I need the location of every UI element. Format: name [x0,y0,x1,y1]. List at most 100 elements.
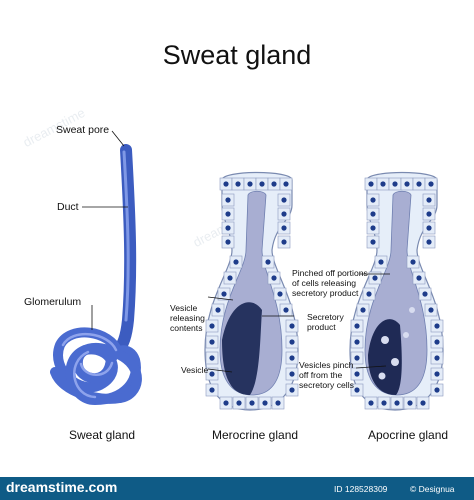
cell-nucleus [378,259,384,265]
cell-nucleus [360,307,366,313]
cell-nucleus [370,211,376,217]
cell-nucleus [236,400,242,406]
copyright-text: © Designua [410,484,455,494]
cell-nucleus [354,339,360,345]
cell-nucleus [422,291,428,297]
cell-nucleus [410,259,416,265]
label-vesicles-pinch: Vesicles pinch off from the secretory ce… [299,360,354,390]
apocrine-cells [350,177,444,410]
cell-nucleus [275,400,281,406]
cell-nucleus [392,181,398,187]
cell-nucleus [225,211,231,217]
cell-nucleus [223,181,229,187]
cell-nucleus [289,387,295,393]
cell-nucleus [235,181,241,187]
cell-nucleus [354,323,360,329]
caption-sweat-gland: Sweat gland [69,428,136,442]
cell-nucleus [249,400,255,406]
cell-nucleus [221,291,227,297]
cell-nucleus [426,239,432,245]
apocrine-vesicles [378,307,415,380]
cell-nucleus [209,371,215,377]
footer-bar: dreamstime.com ID 128528309 © Designua [0,477,474,500]
label-duct: Duct [57,201,79,213]
cell-nucleus [281,211,287,217]
cell-nucleus [416,181,422,187]
cell-nucleus [366,291,372,297]
cell-nucleus [227,275,233,281]
merocrine-cells [205,177,299,410]
apocrine-gland [349,171,444,411]
apocrine-secretion [368,319,402,395]
cell-nucleus [281,225,287,231]
cell-nucleus [428,307,434,313]
label-pinched-off: Pinched off portions of cells releasing … [292,268,368,298]
cell-nucleus [271,181,277,187]
cell-nucleus [233,259,239,265]
cell-nucleus [372,275,378,281]
brand-logo: dreamstime.com [6,479,118,495]
leader-lines [82,130,390,373]
cell-nucleus [209,339,215,345]
label-vesicle-releasing: Vesicle releasing contents [170,303,205,333]
cell-nucleus [277,291,283,297]
cell-nucleus [209,355,215,361]
cell-nucleus [426,225,432,231]
label-secretory-product: Secretory product [307,312,344,332]
cell-nucleus [209,387,215,393]
cell-nucleus [420,400,426,406]
cell-nucleus [370,197,376,203]
cell-nucleus [416,275,422,281]
cell-nucleus [223,400,229,406]
cell-nucleus [271,275,277,281]
label-sweat-pore: Sweat pore [56,124,110,136]
cell-nucleus [289,355,295,361]
cell-nucleus [354,371,360,377]
cell-nucleus [381,400,387,406]
cell-nucleus [380,181,386,187]
diagram-title: Sweat gland [162,40,312,70]
cell-nucleus [370,225,376,231]
glomerulum-highlight [61,332,118,399]
cell-nucleus [354,387,360,393]
cell-nucleus [404,181,410,187]
cell-nucleus [289,339,295,345]
cell-nucleus [428,181,434,187]
cell-nucleus [283,307,289,313]
cell-nucleus [368,181,374,187]
caption-merocrine: Merocrine gland [212,428,299,442]
cell-nucleus [247,181,253,187]
cell-nucleus [368,400,374,406]
duct-tube [112,144,137,358]
label-glomerulum: Glomerulum [24,296,82,308]
cell-nucleus [283,181,289,187]
cell-nucleus [370,239,376,245]
cell-nucleus [434,323,440,329]
cell-nucleus [394,400,400,406]
duct-highlight [122,150,130,322]
cell-nucleus [426,211,432,217]
cell-nucleus [434,339,440,345]
cell-nucleus [289,371,295,377]
caption-apocrine: Apocrine gland [368,428,449,442]
cell-nucleus [262,400,268,406]
cell-nucleus [225,197,231,203]
image-id: ID 128528309 [334,484,388,494]
label-vesicle: Vesicle [181,365,209,375]
cell-nucleus [434,355,440,361]
cell-nucleus [265,259,271,265]
cell-nucleus [426,197,432,203]
cell-nucleus [281,197,287,203]
cell-nucleus [281,239,287,245]
cell-nucleus [289,323,295,329]
cell-nucleus [225,239,231,245]
glomerulum-coil [50,327,142,406]
cell-nucleus [434,371,440,377]
cell-nucleus [209,323,215,329]
cell-nucleus [434,387,440,393]
cell-nucleus [354,355,360,361]
cell-nucleus [407,400,413,406]
cell-nucleus [225,225,231,231]
cell-nucleus [215,307,221,313]
